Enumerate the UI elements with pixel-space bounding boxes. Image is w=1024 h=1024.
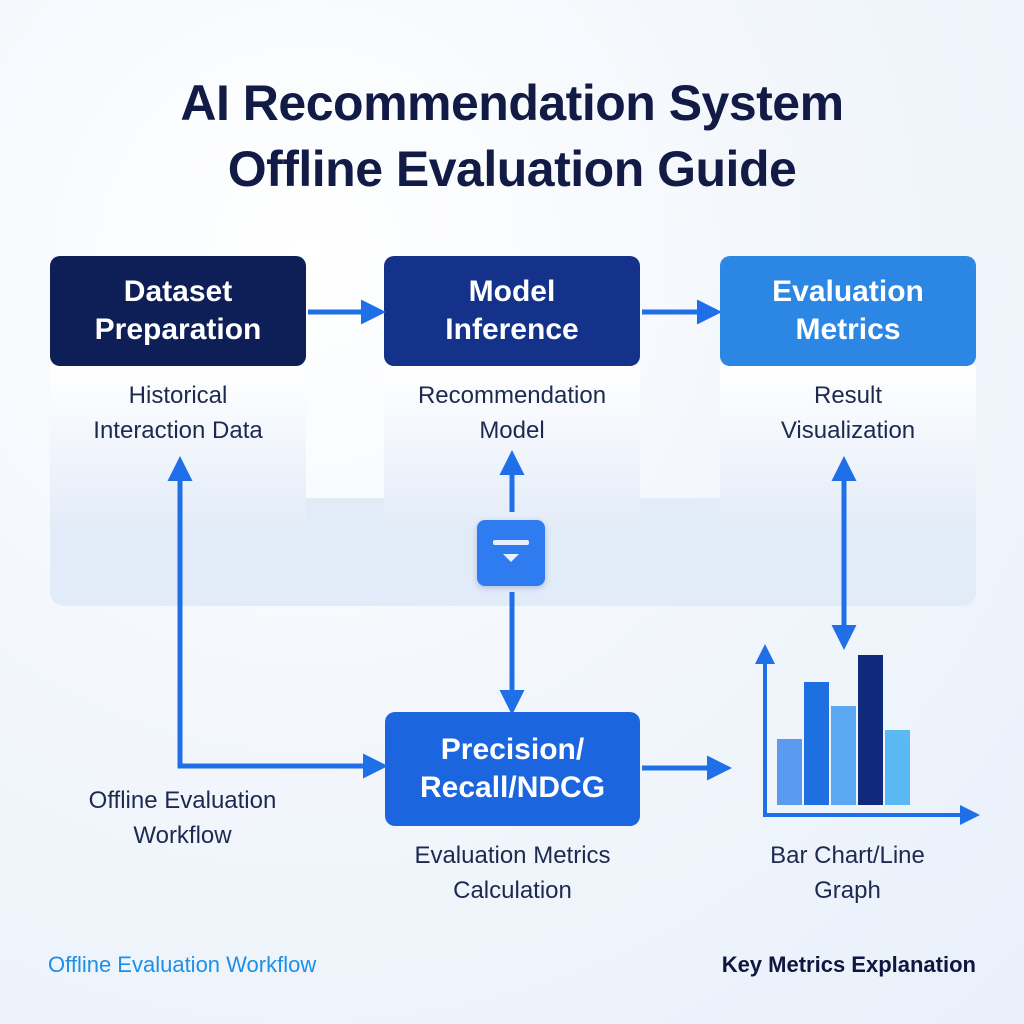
model-description: Recommendation Model — [384, 378, 640, 448]
metrics-desc-line-2: Visualization — [780, 417, 916, 444]
chart-icon-bar — [858, 655, 883, 805]
footer-workflow-label: Offline Evaluation Workflow — [48, 952, 317, 977]
model-inference-box: Model Inference — [384, 256, 640, 366]
precision-desc-line-2: Calculation — [453, 877, 572, 904]
model-desc-line-2: Model — [479, 417, 545, 444]
side-label-line-1: Offline Evaluation — [88, 787, 277, 814]
metrics-description: Result Visualization — [720, 378, 976, 448]
chart-caption: Bar Chart/Line Graph — [735, 838, 960, 908]
chart-icon-bar — [777, 739, 802, 805]
evaluation-metrics-box: Evaluation Metrics — [720, 256, 976, 366]
metrics-box-line-1: Evaluation — [772, 275, 924, 308]
precision-box-line-2: Recall/NDCG — [419, 771, 606, 804]
metrics-box-line-2: Metrics — [795, 313, 901, 346]
precision-box-line-1: Precision/ — [440, 733, 585, 766]
dataset-box-line-1: Dataset — [123, 275, 233, 308]
side-label-line-2: Workflow — [133, 822, 232, 849]
workflow-side-label: Offline Evaluation Workflow — [50, 783, 315, 853]
dataset-description: Historical Interaction Data — [50, 378, 306, 448]
dataset-box-line-2: Preparation — [94, 313, 262, 346]
page-title: AI Recommendation System Offline Evaluat… — [0, 70, 1024, 202]
precision-description: Evaluation Metrics Calculation — [370, 838, 655, 908]
chart-icon-bar — [831, 706, 856, 805]
dataset-preparation-box: Dataset Preparation — [50, 256, 306, 366]
chart-icon-bar — [804, 682, 829, 805]
footer-metrics-label: Key Metrics Explanation — [721, 952, 976, 977]
arrow-loop-to-dataset — [167, 456, 388, 779]
title-line-2: Offline Evaluation Guide — [227, 141, 797, 197]
data-connector-icon — [477, 520, 545, 586]
precision-desc-line-1: Evaluation Metrics — [414, 842, 611, 869]
model-box-line-1: Model — [468, 275, 556, 308]
bar-chart-icon — [755, 644, 980, 825]
dataset-desc-line-1: Historical — [128, 382, 228, 409]
precision-recall-ndcg-box: Precision/ Recall/NDCG — [385, 712, 640, 826]
metrics-desc-line-1: Result — [813, 382, 883, 409]
title-line-1: AI Recommendation System — [180, 75, 844, 131]
dataset-desc-line-2: Interaction Data — [93, 417, 263, 444]
chart-icon-bar — [885, 730, 910, 805]
model-desc-line-1: Recommendation — [417, 382, 607, 409]
chart-caption-line-2: Graph — [814, 877, 881, 904]
chart-caption-line-1: Bar Chart/Line — [770, 842, 925, 869]
model-box-line-2: Inference — [445, 313, 579, 346]
